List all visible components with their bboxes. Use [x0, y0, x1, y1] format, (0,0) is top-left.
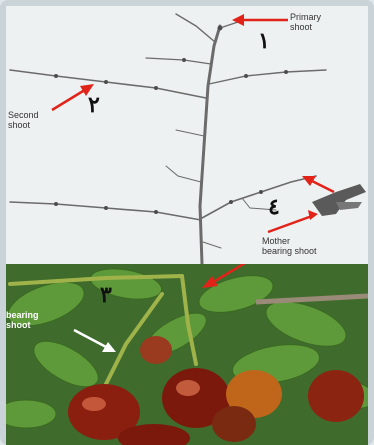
mother-shoot-label: Mother bearing shoot	[262, 236, 317, 256]
arrow-fourth	[310, 180, 334, 192]
pruning-shears-icon	[312, 184, 366, 216]
number-three: ٣	[100, 284, 112, 306]
bearing-shoot-text: bearing shoot	[6, 310, 39, 330]
primary-shoot-text: Primary shoot	[290, 12, 321, 32]
second-shoot-text: Second shoot	[8, 110, 39, 130]
primary-shoot-label: Primary shoot	[290, 12, 321, 32]
fruiting-branch-photo: bearing shoot ٣	[6, 264, 368, 445]
fruit-illustration	[6, 264, 368, 445]
arrow-second-shoot	[52, 88, 88, 110]
second-shoot-label: Second shoot	[8, 110, 39, 130]
main-trunk	[200, 26, 220, 264]
branch-illustration	[6, 6, 368, 264]
number-four: ٤	[268, 196, 280, 218]
upper-left-branch	[10, 70, 206, 98]
lower-right-branch	[202, 176, 316, 218]
bearing-shoot-label: bearing shoot	[6, 310, 39, 330]
mother-shoot-text: Mother bearing shoot	[262, 236, 317, 256]
lower-left-branch	[10, 202, 201, 220]
number-one: ١	[258, 30, 270, 52]
number-two: ٢	[88, 94, 100, 116]
dormant-branch-photo: Primary shoot ١ Second shoot ٢ ٤ Mother …	[6, 6, 368, 264]
